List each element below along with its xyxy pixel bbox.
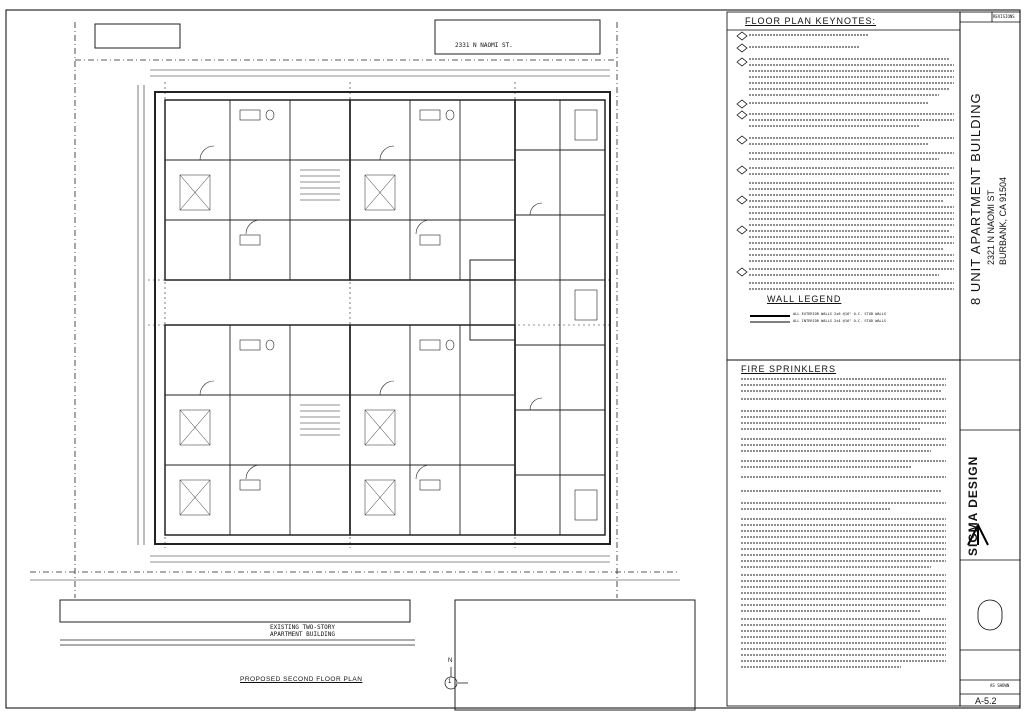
fire-sprinklers-title: FIRE SPRINKLERS [741,364,837,374]
plan-title: PROPOSED SECOND FLOOR PLAN [240,676,363,683]
wall-legend-title: WALL LEGEND [767,294,842,304]
project-address-line1: 2321 N NAOMI ST [986,189,996,265]
scale-value: AS SHOWN [990,683,1010,688]
floor-plan [30,19,696,711]
existing-building-line2: APARTMENT BUILDING [270,631,336,638]
project-title: 8 UNIT APARTMENT BUILDING [968,92,983,305]
existing-building-line1: EXISTING TWO-STORY [270,624,336,631]
north-label: N [448,658,453,664]
sheet-number: A-5.2 [975,696,997,706]
keynote-markers [736,31,790,323]
street-label: 2331 N NAOMI ST. [455,42,513,49]
title-block-frame [959,11,1021,707]
existing-building-label: EXISTING TWO-STORY APARTMENT BUILDING [270,624,335,638]
firm-logo-icon [967,522,989,546]
revisions-label: REVISIONS [993,14,1015,19]
firm-name: SIGMA DESIGN [966,455,980,556]
legend-exterior-walls: ALL EXTERIOR WALLS 2x6 @16" O.C. STUD WA… [793,312,887,316]
detail-reference: 1 [448,679,452,685]
keynotes-panel: FLOOR PLAN KEYNOTES: WALL LEGEND ALL EXT… [727,12,959,706]
legend-interior-walls: ALL INTERIOR WALLS 2x4 @16" O.C. STUD WA… [793,319,887,323]
keynotes-title: FLOOR PLAN KEYNOTES: [745,16,877,26]
project-address-line2: BURBANK, CA 91504 [998,176,1008,265]
